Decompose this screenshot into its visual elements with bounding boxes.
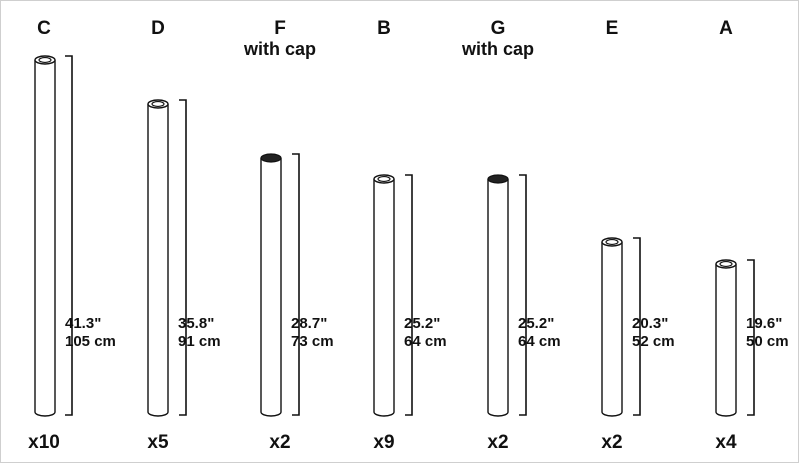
- tube-d-quantity: x5: [147, 432, 169, 453]
- tube-a-bracket: [747, 259, 755, 416]
- tube-b-letter: B: [377, 18, 391, 39]
- tube-g-letter: G: [491, 18, 506, 39]
- tube-e-bracket: [633, 237, 641, 416]
- tube-f-body: [260, 158, 282, 417]
- tube-g-body: [487, 179, 509, 417]
- tube-b-rim-inner: [377, 176, 391, 182]
- tube-d-body: [147, 104, 169, 417]
- tube-a-quantity: x4: [715, 432, 737, 453]
- tube-e-length-inches: 20.3": [632, 315, 668, 332]
- tube-a-body: [715, 264, 737, 417]
- tube-g-subtitle: with cap: [461, 39, 534, 59]
- tube-f-length-cm: 73 cm: [291, 333, 334, 350]
- tube-c-bracket: [65, 55, 73, 416]
- tube-f-bracket: [292, 153, 300, 416]
- tube-b-length-inches: 25.2": [404, 315, 440, 332]
- tube-b-bracket: [405, 174, 413, 416]
- tube-c-length-cm: 105 cm: [65, 333, 116, 350]
- tube-b-quantity: x9: [373, 432, 394, 453]
- tube-e: E 20.3"52 cm x2: [601, 18, 675, 453]
- tube-g-quantity: x2: [487, 432, 508, 453]
- tube-g-length-inches: 25.2": [518, 315, 554, 332]
- tube-c-body: [34, 60, 56, 417]
- tube-c-quantity: x10: [28, 432, 60, 453]
- tube-a-rim-inner: [719, 261, 733, 267]
- tube-a-length-inches: 19.6": [746, 315, 782, 332]
- tube-g-bracket: [519, 174, 527, 416]
- tube-d-bracket: [179, 99, 187, 416]
- tube-c-rim-inner: [38, 57, 52, 63]
- tube-d-length-inches: 35.8": [178, 315, 214, 332]
- tube-d-letter: D: [151, 18, 165, 39]
- tube-f-quantity: x2: [269, 432, 290, 453]
- tube-e-letter: E: [606, 18, 619, 39]
- tube-c-letter: C: [37, 18, 51, 39]
- tube-d: D 35.8"91 cm x5: [147, 18, 221, 453]
- tube-e-rim-inner: [605, 239, 619, 245]
- tube-a-length-cm: 50 cm: [746, 333, 789, 350]
- tube-a-letter: A: [719, 18, 733, 39]
- tube-f-letter: F: [274, 18, 286, 39]
- tube-d-length-cm: 91 cm: [178, 333, 221, 350]
- tube-f-length-inches: 28.7": [291, 315, 327, 332]
- tube-b: B 25.2"64 cm x9: [373, 18, 447, 453]
- tube-g-length-cm: 64 cm: [518, 333, 561, 350]
- tube-b-body: [373, 179, 395, 417]
- tube-g-cap: [487, 174, 509, 184]
- tube-c: C 41.3"105 cm x10: [28, 18, 116, 453]
- tube-a: A 19.6"50 cm x4: [715, 18, 789, 453]
- tube-f-cap: [260, 153, 282, 163]
- tube-c-length-inches: 41.3": [65, 315, 101, 332]
- tube-e-body: [601, 242, 623, 417]
- tube-f-subtitle: with cap: [243, 39, 316, 59]
- tube-e-length-cm: 52 cm: [632, 333, 675, 350]
- tube-d-rim-inner: [151, 101, 165, 107]
- tube-e-quantity: x2: [601, 432, 622, 453]
- tube-b-length-cm: 64 cm: [404, 333, 447, 350]
